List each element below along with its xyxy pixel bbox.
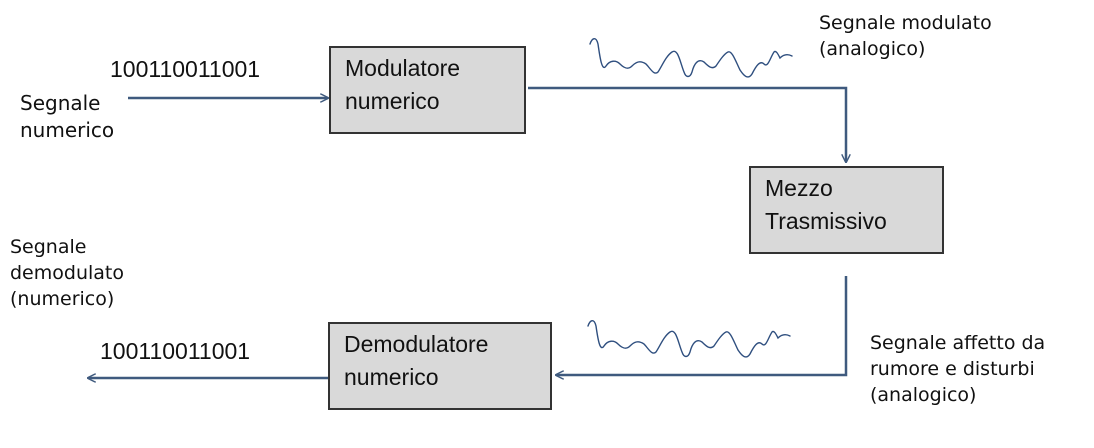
input-signal-label-line: numerico [20, 118, 115, 142]
modulator-label-line: numerico [345, 88, 440, 114]
input-signal-label-line: Segnale [20, 91, 101, 115]
noisy-signal-label-line: (analogico) [870, 384, 977, 406]
output-bits: 100110011001 [100, 338, 251, 364]
demodulator-label-line: numerico [344, 364, 439, 390]
demodulator-block: Demodulatore numerico [328, 322, 552, 410]
demodulator-label-line: Demodulatore [344, 331, 489, 357]
output-signal-label-line: Segnale [10, 236, 87, 258]
output-signal-label-line: (numerico) [10, 288, 115, 310]
output-signal-label: Segnale demodulato (numerico) [10, 234, 124, 312]
output-signal-label-line: demodulato [10, 262, 124, 284]
modulator-label-line: Modulatore [345, 55, 461, 81]
transmission-medium-block: Mezzo Trasmissivo [749, 166, 944, 254]
noisy-signal-label-line: Segnale affetto da [870, 332, 1046, 354]
medium-label-line: Trasmissivo [765, 208, 887, 234]
modulated-signal-label-line: (analogico) [819, 38, 926, 60]
modulated-wave-icon [589, 38, 793, 78]
noisy-signal-label: Segnale affetto da rumore e disturbi (an… [870, 330, 1045, 408]
modulator-block: Modulatore numerico [329, 46, 526, 134]
noisy-signal-label-line: rumore e disturbi [870, 358, 1035, 380]
input-bits: 100110011001 [110, 56, 261, 82]
input-signal-label: Segnale numerico [20, 90, 114, 144]
noisy-wave-icon [587, 320, 791, 358]
modulated-signal-label-line: Segnale modulato [819, 12, 992, 34]
modulated-signal-label: Segnale modulato (analogico) [819, 10, 992, 62]
modulator-to-medium-arrow [528, 86, 846, 162]
medium-label-line: Mezzo [765, 175, 833, 201]
medium-to-demodulator-arrow [556, 276, 848, 375]
